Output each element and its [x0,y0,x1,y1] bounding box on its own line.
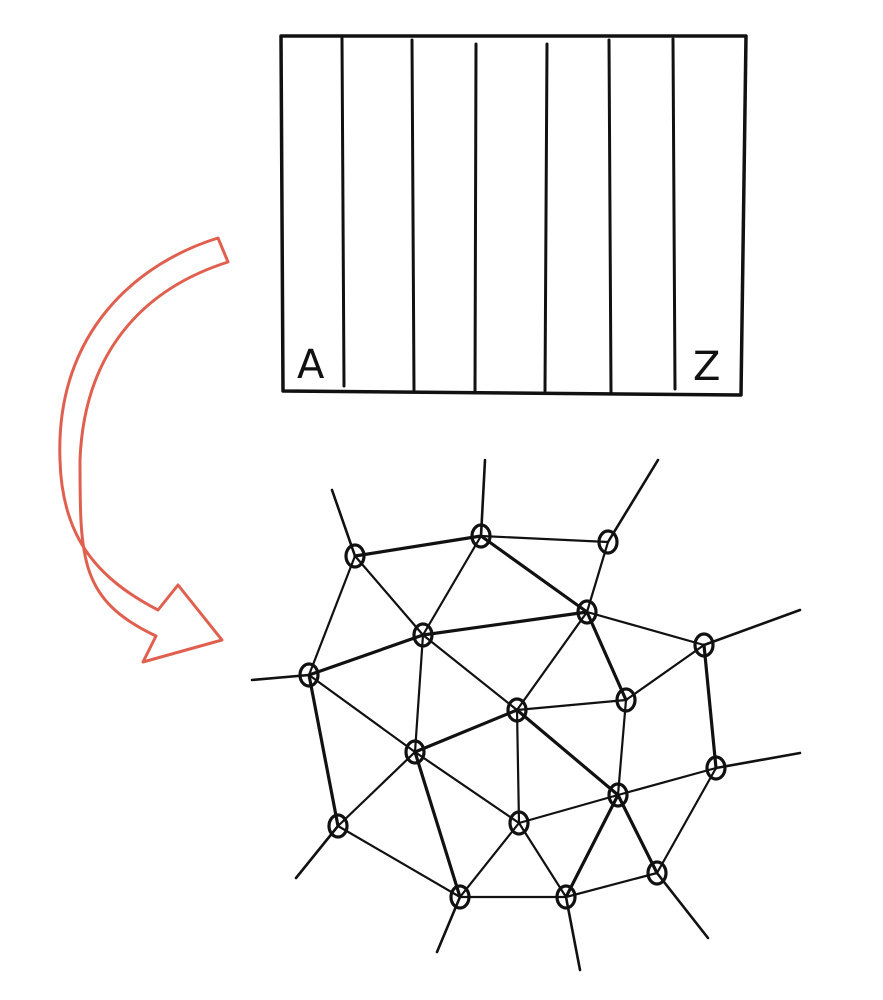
transform-arrow [58,236,230,664]
network-edge [421,633,519,712]
network-edge [307,554,357,677]
network-edge [515,708,521,825]
network-edge [307,673,417,754]
network-edge [307,633,425,677]
network-node [344,543,366,569]
table-outline [279,34,748,397]
network-edge [702,643,718,770]
network-edge [606,458,660,544]
network-node [412,622,434,648]
network-edge [479,534,589,614]
network-node [555,884,577,910]
network-edge [413,633,425,754]
network-node [449,884,471,910]
network-edge [413,750,462,899]
network-edge [479,458,487,538]
network-node [705,755,727,781]
network-node [693,632,715,658]
column-label-last: Z [693,344,720,390]
network-edge [517,793,620,825]
network-edge [616,766,718,797]
network-edge [435,895,462,954]
network-edge [616,698,628,797]
network-edge [585,610,706,647]
network-node [404,739,426,765]
network-edge [655,766,718,875]
table-column-divider [671,37,677,391]
network-edge [714,751,802,770]
table-column-divider [607,38,613,395]
network-edge [702,608,802,647]
network-node [615,687,637,713]
network-edge [515,698,628,712]
network-edge [421,610,589,637]
network-edges [250,458,802,972]
node-network [250,458,802,972]
network-edge [564,793,620,899]
network-edge [616,793,659,875]
network-edge [655,871,710,940]
network-node [646,860,668,886]
network-node [508,810,530,836]
table-column-divider [410,38,416,393]
network-edge [353,534,483,558]
network-edge [458,821,521,899]
network-edge [336,824,462,899]
sorted-table: A Z [279,34,748,397]
network-node [506,697,528,723]
network-edge [517,821,568,899]
network-edge [421,534,483,637]
network-node [298,662,320,688]
network-node [576,599,598,625]
network-edge [336,750,417,828]
network-node [607,782,629,808]
table-column-divider [340,36,346,388]
network-edge [353,554,425,637]
network-edge [307,673,340,828]
network-node [597,529,619,555]
network-edge [413,750,521,825]
network-edge [479,534,610,544]
network-edge [564,871,659,899]
network-node [327,813,349,839]
network-edge [624,643,706,702]
table-column-divider [543,42,549,393]
network-node [470,523,492,549]
network-nodes [298,523,727,910]
network-edge [413,708,519,754]
network-edge [515,708,620,797]
network-edge [515,610,589,712]
table-column-divider [473,42,478,395]
network-edge [585,610,628,702]
column-label-first: A [297,342,325,388]
